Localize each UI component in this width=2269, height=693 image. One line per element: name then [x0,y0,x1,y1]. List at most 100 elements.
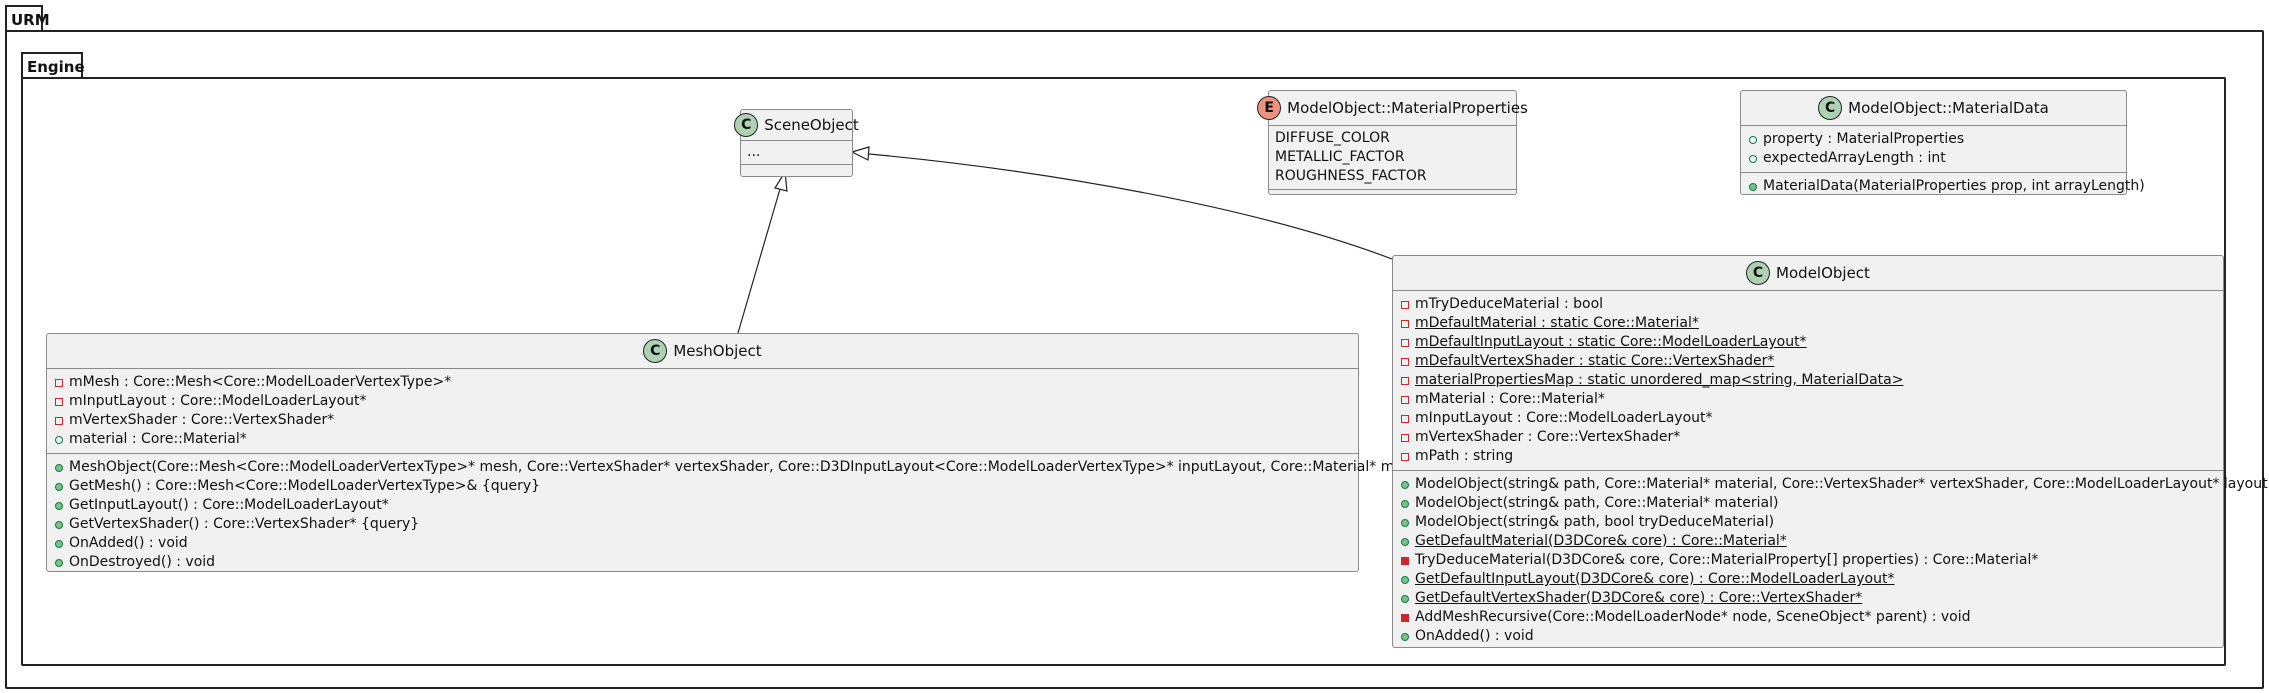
field-row: mTryDeduceMaterial : bool [1401,295,2223,314]
public-visibility-icon [1749,135,1757,144]
class-stereotype-icon: C [734,113,759,137]
field-row: material : Core::Material* [55,430,1358,449]
method-row: OnAdded() : void [55,534,1358,553]
package-tab-urm: URM [5,5,50,31]
class-materialdata: C ModelObject::MaterialData property : M… [1740,90,2145,196]
method-row: GetMesh() : Core::Mesh<Core::ModelLoader… [55,477,1358,496]
field-text: mTryDeduceMaterial : bool [1415,296,1604,312]
fields-section: mMesh : Core::Mesh<Core::ModelLoaderVert… [47,369,1358,454]
method-row: OnDestroyed() : void [55,553,1358,572]
static-field-text: mDefaultInputLayout : static Core::Model… [1415,334,1807,350]
public-method-icon [55,501,63,510]
methods-section: ModelObject(string& path, Core::Material… [1393,471,2269,650]
field-text: mPath : string [1415,448,1514,464]
private-visibility-icon [1401,433,1409,442]
method-text: MaterialData(MaterialProperties prop, in… [1763,178,2145,194]
field-text: material : Core::Material* [69,431,247,447]
field-text: ... [747,144,761,160]
method-text: ModelObject(string& path, bool tryDeduce… [1415,514,1775,530]
private-visibility-icon [1401,395,1409,404]
method-text: GetInputLayout() : Core::ModelLoaderLayo… [69,497,389,513]
methods-section [1269,190,1516,196]
class-stereotype-icon: C [1746,261,1771,285]
method-row: GetDefaultInputLayout(D3DCore& core) : C… [1401,570,2223,589]
field-row: mDefaultMaterial : static Core::Material… [1401,314,2223,333]
public-method-icon [1401,575,1409,584]
class-header: C ModelObject [1393,256,2223,291]
field-row: ... [747,143,852,162]
method-text: GetVertexShader() : Core::VertexShader* … [69,516,420,532]
private-visibility-icon [1401,319,1409,328]
private-visibility-icon [55,416,63,425]
field-text: mMaterial : Core::Material* [1415,391,1605,407]
field-row: mDefaultInputLayout : static Core::Model… [1401,333,2223,352]
public-method-icon [55,539,63,548]
methods-section: MeshObject(Core::Mesh<Core::ModelLoaderV… [47,454,1445,576]
method-text: ModelObject(string& path, Core::Material… [1415,495,1779,511]
static-method-text: GetDefaultMaterial(D3DCore& core) : Core… [1415,533,1787,549]
field-text: property : MaterialProperties [1763,131,1965,147]
class-stereotype-icon: C [643,339,668,363]
field-row: expectedArrayLength : int [1749,149,2126,168]
public-method-icon [1401,499,1409,508]
enum-value: DIFFUSE_COLOR [1275,129,1516,148]
method-text: OnDestroyed() : void [69,554,216,570]
edge-modelobject-to-sceneobject [868,153,1393,260]
method-text: GetMesh() : Core::Mesh<Core::ModelLoader… [69,478,541,494]
method-row: OnAdded() : void [1401,627,2223,646]
public-method-icon [1401,518,1409,527]
field-row: mInputLayout : Core::ModelLoaderLayout* [1401,409,2223,428]
package-engine [21,77,2226,666]
package-label-urm: URM [11,11,50,29]
method-row: GetInputLayout() : Core::ModelLoaderLayo… [55,496,1358,515]
field-text: mInputLayout : Core::ModelLoaderLayout* [1415,410,1713,426]
enum-stereotype-icon: E [1257,96,1282,120]
enum-value-text: DIFFUSE_COLOR [1275,130,1390,146]
method-row: GetDefaultMaterial(D3DCore& core) : Core… [1401,532,2223,551]
class-name: ModelObject [1776,264,1870,282]
field-row: mDefaultVertexShader : static Core::Vert… [1401,352,2223,371]
private-visibility-icon [1401,338,1409,347]
method-text: ModelObject(string& path, Core::Material… [1415,476,2269,492]
public-method-icon [55,520,63,529]
method-text: TryDeduceMaterial(D3DCore& core, Core::M… [1415,552,2039,568]
private-visibility-icon [1401,414,1409,423]
field-text: mMesh : Core::Mesh<Core::ModelLoaderVert… [69,374,452,390]
class-name: ModelObject::MaterialProperties [1287,99,1528,117]
method-row: AddMeshRecursive(Core::ModelLoaderNode* … [1401,608,2223,627]
package-tab-engine: Engine [21,52,85,78]
field-text: expectedArrayLength : int [1763,150,1946,166]
field-row: mPath : string [1401,447,2223,466]
edge-meshobject-to-sceneobject [737,188,781,334]
methods-section [741,165,852,173]
private-visibility-icon [55,397,63,406]
static-field-text: mDefaultVertexShader : static Core::Vert… [1415,353,1775,369]
private-visibility-icon [1401,376,1409,385]
field-text: mVertexShader : Core::VertexShader* [69,412,335,428]
method-text: OnAdded() : void [69,535,188,551]
field-row: mMaterial : Core::Material* [1401,390,2223,409]
inherit-arrowhead-modelobject [850,146,870,161]
enum-value: ROUGHNESS_FACTOR [1275,167,1516,186]
private-method-icon [1401,556,1409,565]
field-text: mInputLayout : Core::ModelLoaderLayout* [69,393,367,409]
field-row: mMesh : Core::Mesh<Core::ModelLoaderVert… [55,373,1358,392]
method-row: MaterialData(MaterialProperties prop, in… [1749,177,2145,196]
public-visibility-icon [55,435,63,444]
package-label-engine: Engine [27,58,85,76]
method-text: MeshObject(Core::Mesh<Core::ModelLoaderV… [69,459,1445,475]
enum-values-section: DIFFUSE_COLOR METALLIC_FACTOR ROUGHNESS_… [1269,126,1516,190]
field-row: mVertexShader : Core::VertexShader* [1401,428,2223,447]
class-stereotype-icon: C [1818,96,1843,120]
method-row: GetVertexShader() : Core::VertexShader* … [55,515,1358,534]
method-row: TryDeduceMaterial(D3DCore& core, Core::M… [1401,551,2223,570]
static-method-text: GetDefaultVertexShader(D3DCore& core) : … [1415,590,1863,606]
class-header: C ModelObject::MaterialData [1741,91,2126,126]
enum-materialproperties: E ModelObject::MaterialProperties DIFFUS… [1257,90,1528,196]
field-row: property : MaterialProperties [1749,130,2126,149]
fields-section: ... [741,141,852,165]
class-name: SceneObject [764,116,859,134]
public-method-icon [55,558,63,567]
enum-value-text: METALLIC_FACTOR [1275,149,1405,165]
public-method-icon [55,463,63,472]
